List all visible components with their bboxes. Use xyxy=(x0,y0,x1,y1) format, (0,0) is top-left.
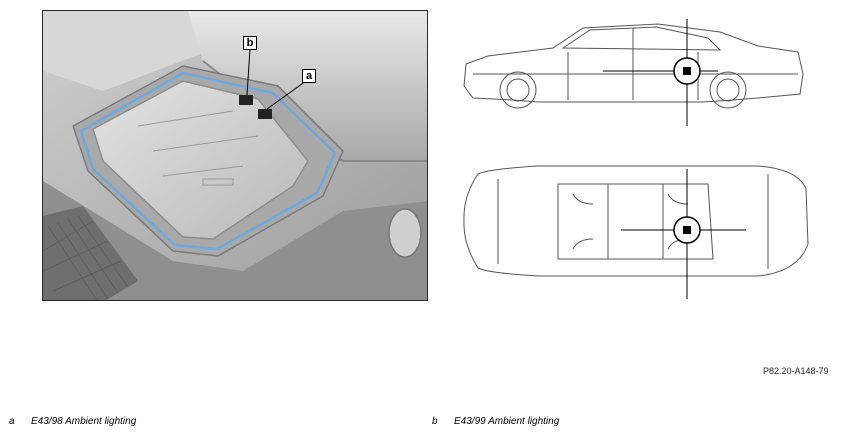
console-photo xyxy=(42,10,428,301)
legend-key-a: a xyxy=(9,416,15,427)
callout-b: b xyxy=(243,36,257,50)
side-view-marker xyxy=(603,19,718,126)
figure-code: P82.20-A148-79 xyxy=(763,366,829,376)
vehicle-location-views xyxy=(463,19,809,299)
legend-item-b: b E43/99 Ambient lighting xyxy=(432,416,559,427)
vehicle-side-view xyxy=(463,23,804,109)
legend-text-b: E43/99 Ambient lighting xyxy=(454,416,560,427)
console-photo-drawing xyxy=(43,11,427,300)
legend-item-a: a E43/98 Ambient lighting xyxy=(9,416,136,427)
callout-a: a xyxy=(302,69,316,83)
vehicle-top-view xyxy=(463,165,809,277)
legend-text-a: E43/98 Ambient lighting xyxy=(31,416,137,427)
legend-key-b: b xyxy=(432,416,438,427)
top-view-marker xyxy=(621,169,746,299)
